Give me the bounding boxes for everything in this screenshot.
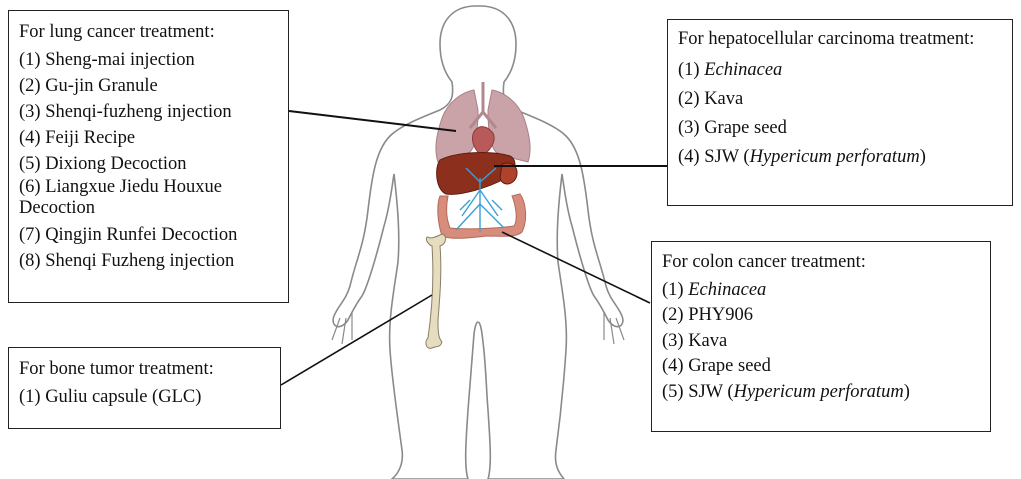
colon-cancer-treatment-box: For colon cancer treatment: (1) Echinace… [651,241,991,432]
lung-item-3: (3) Shenqi-fuzheng injection [19,99,278,125]
lung-item-6: (6) Liangxue Jiedu Houxue Decoction [19,177,278,219]
liver-item-3: (3) Grape seed [678,114,1002,143]
liver-box-title: For hepatocellular carcinoma treatment: [678,28,1002,50]
lung-item-2: (2) Gu-jin Granule [19,73,278,99]
colon-item-3: (3) Kava [662,329,980,355]
body-outline [333,6,623,479]
liver-item-1: (1) Echinacea [678,56,1002,85]
colon-item-4: (4) Grape seed [662,354,980,380]
colon-item-1: (1) Echinacea [662,278,980,304]
colon-box-title: For colon cancer treatment: [662,250,980,276]
lung-item-7: (7) Qingjin Runfei Decoction [19,222,278,248]
colon-item-2: (2) PHY906 [662,303,980,329]
liver-item-2: (2) Kava [678,85,1002,114]
colon-item-5: (5) SJW (Hypericum perforatum) [662,380,980,406]
bone-tumor-treatment-box: For bone tumor treatment: (1) Guliu caps… [8,347,281,429]
lung-item-5: (5) Dixiong Decoction [19,151,278,177]
lung-item-1: (1) Sheng-mai injection [19,47,278,73]
lung-cancer-treatment-box: For lung cancer treatment: (1) Sheng-mai… [8,10,289,303]
liver-item-4: (4) SJW (Hypericum perforatum) [678,143,1002,172]
lung-item-4: (4) Feiji Recipe [19,125,278,151]
lung-item-8: (8) Shenqi Fuzheng injection [19,248,278,274]
lung-box-title: For lung cancer treatment: [19,19,278,45]
bone-item-1: (1) Guliu capsule (GLC) [19,384,270,410]
hepatocellular-carcinoma-treatment-box: For hepatocellular carcinoma treatment: … [667,19,1013,206]
bone-box-title: For bone tumor treatment: [19,356,270,382]
